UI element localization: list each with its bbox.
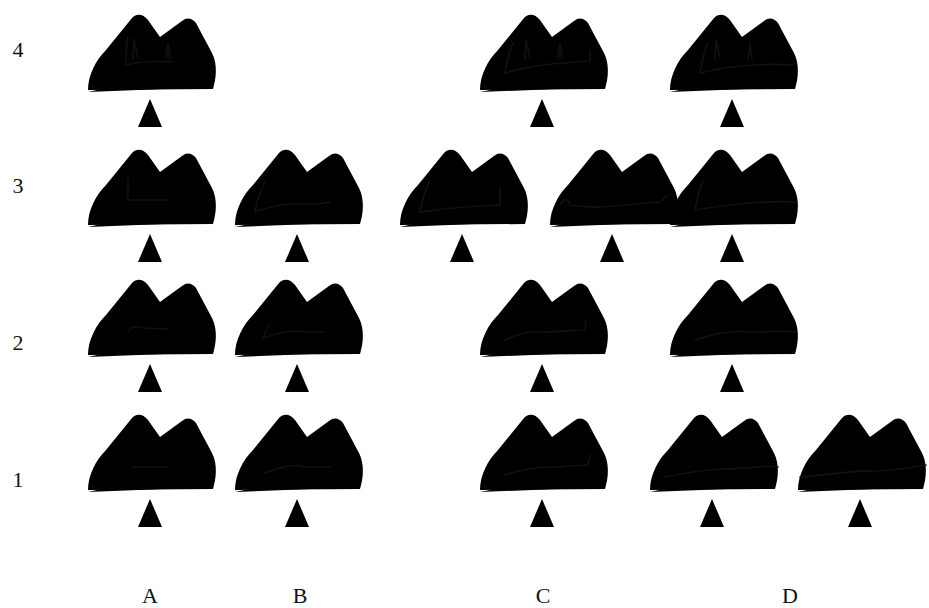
- tooth-drawing: [88, 150, 216, 262]
- column-label: A: [142, 585, 158, 607]
- tooth-drawing: [670, 280, 798, 392]
- tooth-drawing: [650, 415, 778, 527]
- tooth-drawing: [235, 415, 363, 527]
- tooth-drawing: [88, 280, 216, 392]
- tooth-drawing: [88, 15, 216, 127]
- column-label: D: [782, 585, 798, 607]
- tooth-drawing: [480, 415, 608, 527]
- tooth-drawing: [670, 150, 798, 262]
- row-label: 3: [13, 175, 24, 197]
- row-label: 4: [13, 39, 24, 61]
- tooth-drawing: [88, 415, 216, 527]
- row-label: 2: [13, 332, 24, 354]
- tooth-drawing: [798, 415, 926, 527]
- column-label: C: [536, 585, 551, 607]
- tooth-drawing: [670, 15, 798, 127]
- tooth-drawing: [480, 15, 608, 127]
- tooth-drawing: [235, 150, 363, 262]
- tooth-drawing: [480, 280, 608, 392]
- tooth-drawing: [550, 150, 678, 262]
- column-label: B: [293, 585, 308, 607]
- tooth-drawing: [400, 150, 528, 262]
- tooth-drawing: [235, 280, 363, 392]
- row-label: 1: [13, 469, 24, 491]
